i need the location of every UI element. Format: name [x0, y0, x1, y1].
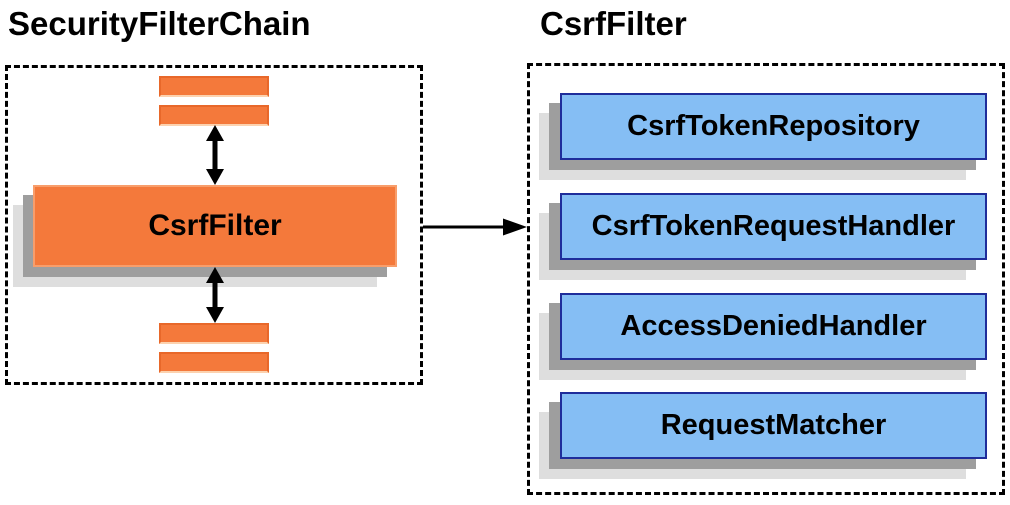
filter-placeholder-bar: [159, 352, 269, 373]
filter-placeholder-bar: [159, 105, 269, 126]
csrf-filter-box-label: CsrfFilter: [148, 209, 282, 242]
component-label: RequestMatcher: [660, 409, 887, 441]
filter-placeholder-bar: [159, 76, 269, 97]
csrf-filter-title: CsrfFilter: [540, 5, 687, 42]
component-box-csrf-token-request-handler: CsrfTokenRequestHandler: [560, 193, 987, 260]
csrf-filter-box: CsrfFilter: [33, 185, 397, 267]
double-arrow-icon: [206, 267, 224, 323]
csrf-filter-container: [527, 63, 1005, 495]
component-label: CsrfTokenRequestHandler: [591, 210, 956, 242]
security-filter-chain-title: SecurityFilterChain: [8, 5, 311, 42]
component-label: AccessDeniedHandler: [620, 310, 927, 342]
component-box-request-matcher: RequestMatcher: [560, 392, 987, 459]
component-box-csrf-token-repository: CsrfTokenRepository: [560, 93, 987, 160]
filter-placeholder-bar: [159, 323, 269, 344]
security-filter-chain-container: [5, 65, 423, 385]
double-arrow-icon: [206, 125, 224, 185]
flow-arrow-icon: [423, 218, 527, 236]
component-label: CsrfTokenRepository: [627, 110, 920, 142]
component-box-access-denied-handler: AccessDeniedHandler: [560, 293, 987, 360]
